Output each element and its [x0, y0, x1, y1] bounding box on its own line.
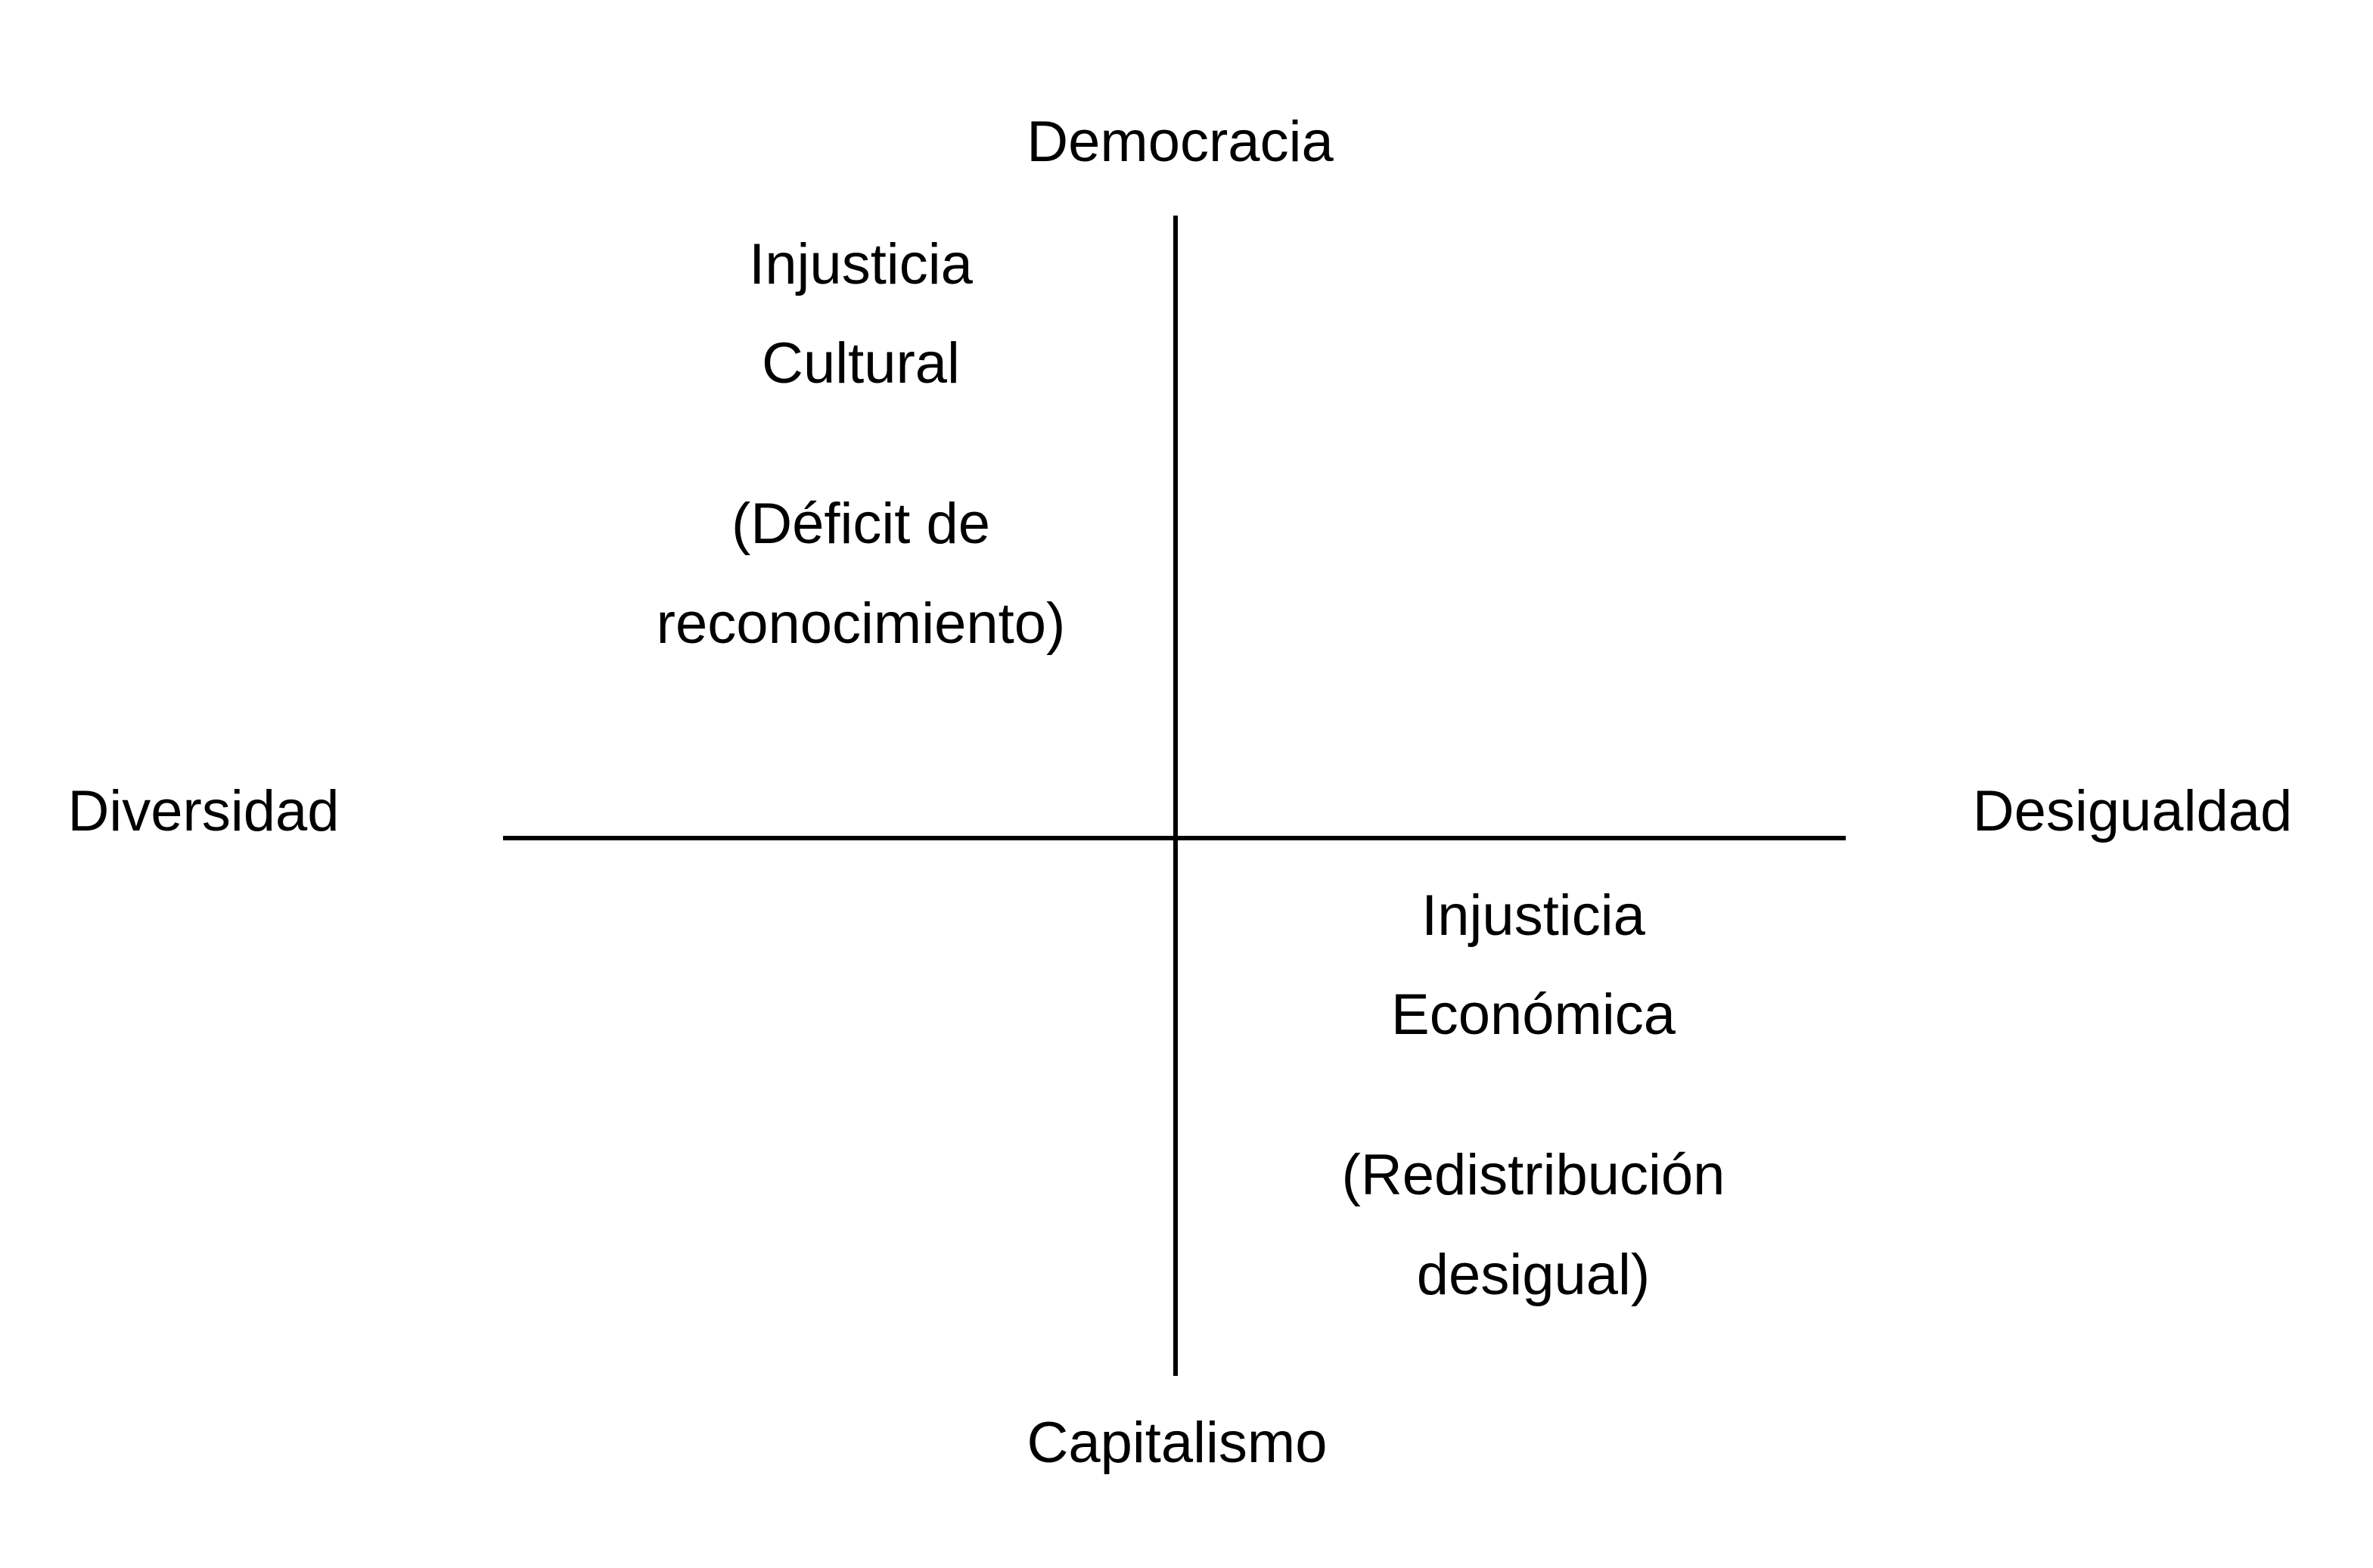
- horizontal-axis: [503, 836, 1846, 840]
- cultural-injustice-title-2: Cultural: [762, 331, 960, 396]
- axis-label-left: Diversidad: [67, 779, 340, 843]
- economic-injustice-sub-1: (Redistribución: [1341, 1143, 1725, 1207]
- cultural-injustice-title-1: Injusticia: [749, 232, 973, 297]
- axis-label-bottom: Capitalismo: [1027, 1411, 1328, 1475]
- axis-label-right: Desigualdad: [1972, 779, 2293, 843]
- vertical-axis: [1173, 216, 1178, 1376]
- economic-injustice-title-2: Económica: [1391, 983, 1676, 1047]
- economic-injustice-sub-2: desigual): [1416, 1243, 1651, 1307]
- cultural-injustice-sub-1: (Déficit de: [731, 492, 991, 556]
- axis-label-top: Democracia: [1027, 110, 1334, 174]
- economic-injustice-title-1: Injusticia: [1421, 883, 1645, 948]
- cultural-injustice-sub-2: reconocimiento): [656, 591, 1066, 656]
